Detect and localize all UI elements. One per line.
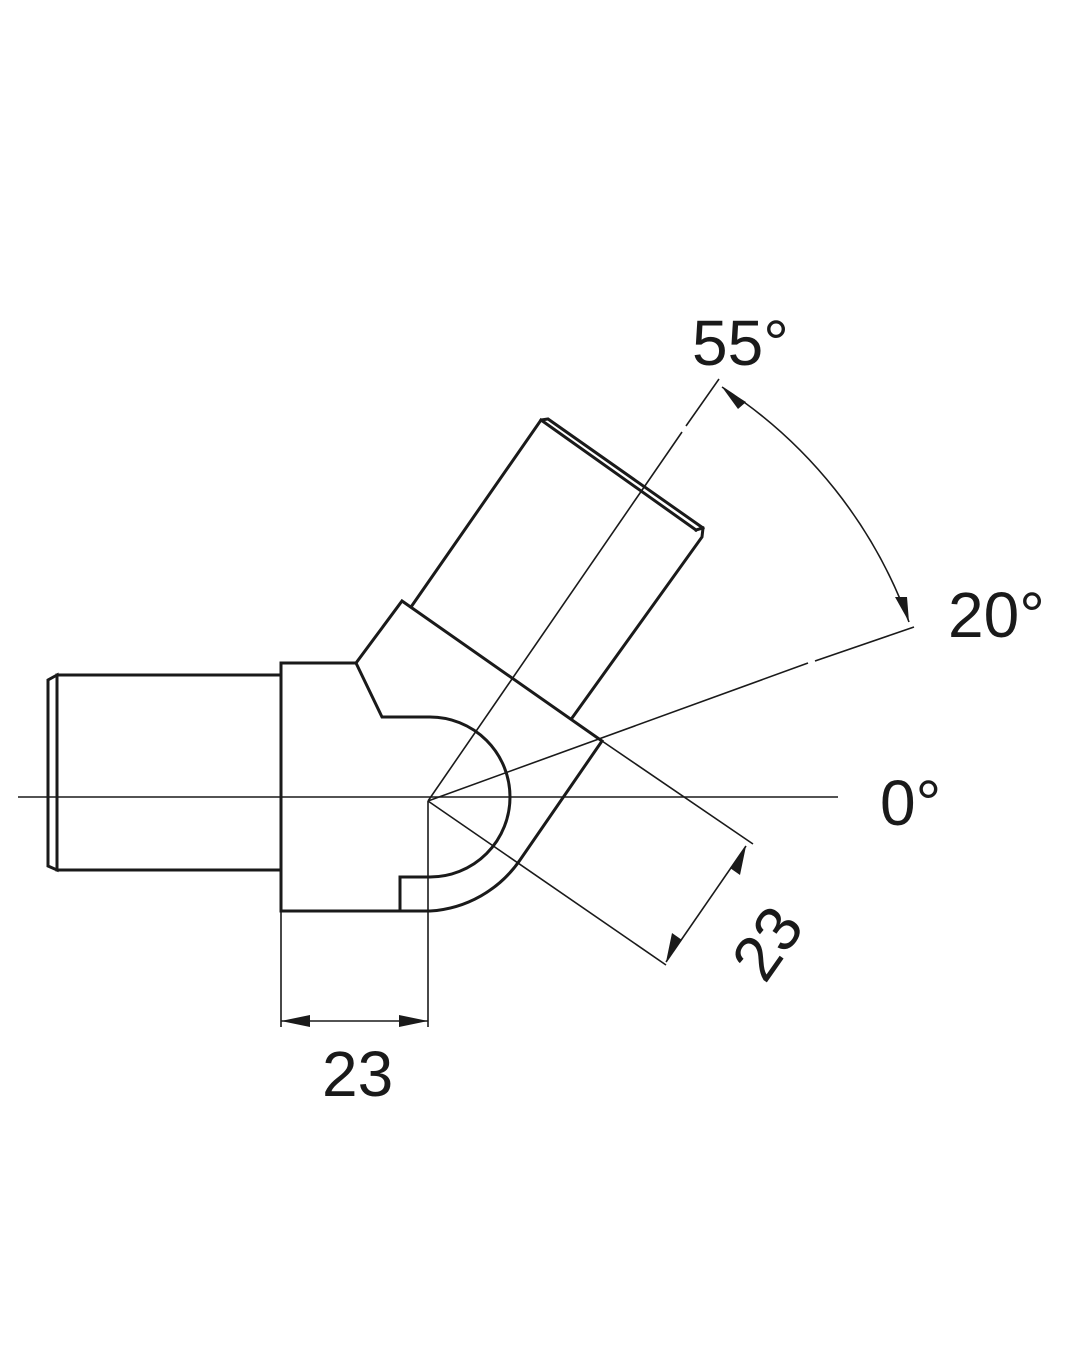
left-tube: [46, 672, 283, 873]
axis-55-line: [427, 431, 683, 802]
angle-label-0: 0°: [880, 767, 941, 839]
dimension-label-horizontal: 23: [322, 1038, 393, 1110]
fitting-body: [279, 661, 512, 913]
joint-part: [353, 598, 605, 913]
axis-20-line: [427, 662, 809, 802]
dimension-label-angled: 23: [717, 893, 817, 993]
angle-label-20: 20°: [948, 579, 1045, 651]
center-lines: [18, 378, 915, 802]
angled-tube: [408, 417, 705, 721]
horizontal-dimension: [280, 801, 429, 1027]
angle-arc: [721, 386, 910, 623]
angled-dimension: [427, 740, 754, 966]
angle-label-55: 55°: [692, 307, 789, 379]
